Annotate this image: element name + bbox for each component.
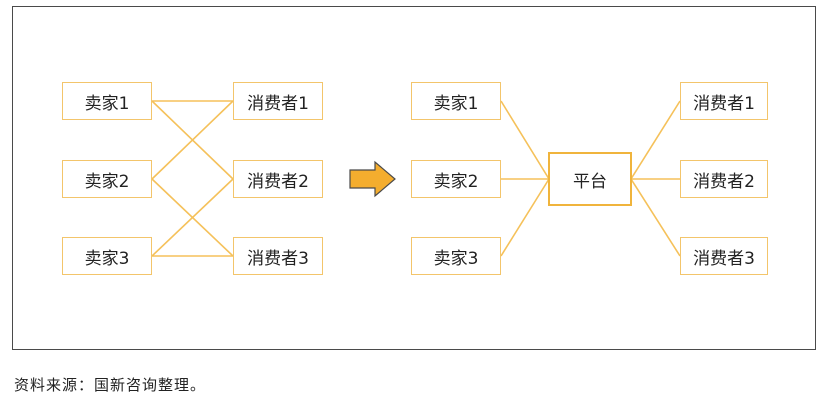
source-caption: 资料来源：国新咨询整理。	[14, 376, 207, 394]
right-seller-1: 卖家1	[411, 82, 501, 120]
right-seller-3: 卖家3	[411, 237, 501, 275]
transition-arrow-icon	[349, 160, 397, 198]
connector-r-s1-platform	[500, 100, 550, 180]
connector-r-platform-c1	[630, 100, 681, 180]
right-consumer-3: 消费者3	[680, 237, 768, 275]
left-seller-2: 卖家2	[62, 160, 152, 198]
left-seller-3: 卖家3	[62, 237, 152, 275]
left-consumer-3: 消费者3	[233, 237, 323, 275]
connector-r-s3-platform	[500, 178, 550, 257]
connector-s2-c1	[151, 100, 234, 180]
left-consumer-2: 消费者2	[233, 160, 323, 198]
left-consumer-1: 消费者1	[233, 82, 323, 120]
platform-node: 平台	[548, 152, 632, 206]
right-consumer-1: 消费者1	[680, 82, 768, 120]
right-consumer-2: 消费者2	[680, 160, 768, 198]
right-seller-2: 卖家2	[411, 160, 501, 198]
connector-s3-c2	[151, 178, 234, 257]
left-seller-1: 卖家1	[62, 82, 152, 120]
connector-r-platform-c3	[630, 178, 681, 257]
